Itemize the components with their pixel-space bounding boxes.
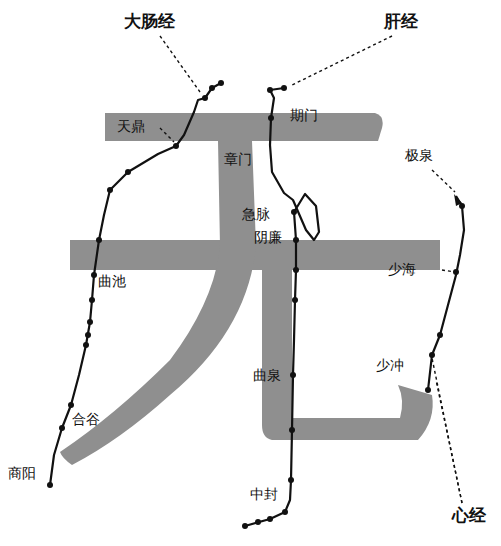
meridian-name: 大肠经 bbox=[124, 12, 175, 31]
acupoint-label: 极泉 bbox=[405, 148, 433, 163]
acupoint-label: 期门 bbox=[290, 108, 318, 123]
leader-lines bbox=[160, 36, 462, 503]
acupoint-label: 曲池 bbox=[98, 274, 126, 289]
acupoint-label: 少冲 bbox=[376, 358, 404, 373]
acupoint-dots bbox=[47, 80, 465, 529]
acupoint-label: 中封 bbox=[250, 487, 278, 502]
meridian-name: 肝经 bbox=[384, 12, 418, 31]
acupoint-label: 少海 bbox=[388, 262, 416, 277]
acupoint-label: 阴廉 bbox=[254, 230, 282, 245]
acupoint-label: 章门 bbox=[224, 152, 252, 167]
meridian-lines bbox=[50, 83, 464, 526]
acupoint-label: 商阳 bbox=[8, 466, 36, 481]
acupoint-label: 天鼎 bbox=[117, 119, 145, 134]
meridian-name: 心经 bbox=[452, 506, 486, 525]
acupoint-label: 急脉 bbox=[242, 207, 270, 222]
acupoint-label: 曲泉 bbox=[253, 368, 281, 383]
acupoint-label: 合谷 bbox=[72, 412, 100, 427]
character-glyph bbox=[60, 113, 440, 465]
